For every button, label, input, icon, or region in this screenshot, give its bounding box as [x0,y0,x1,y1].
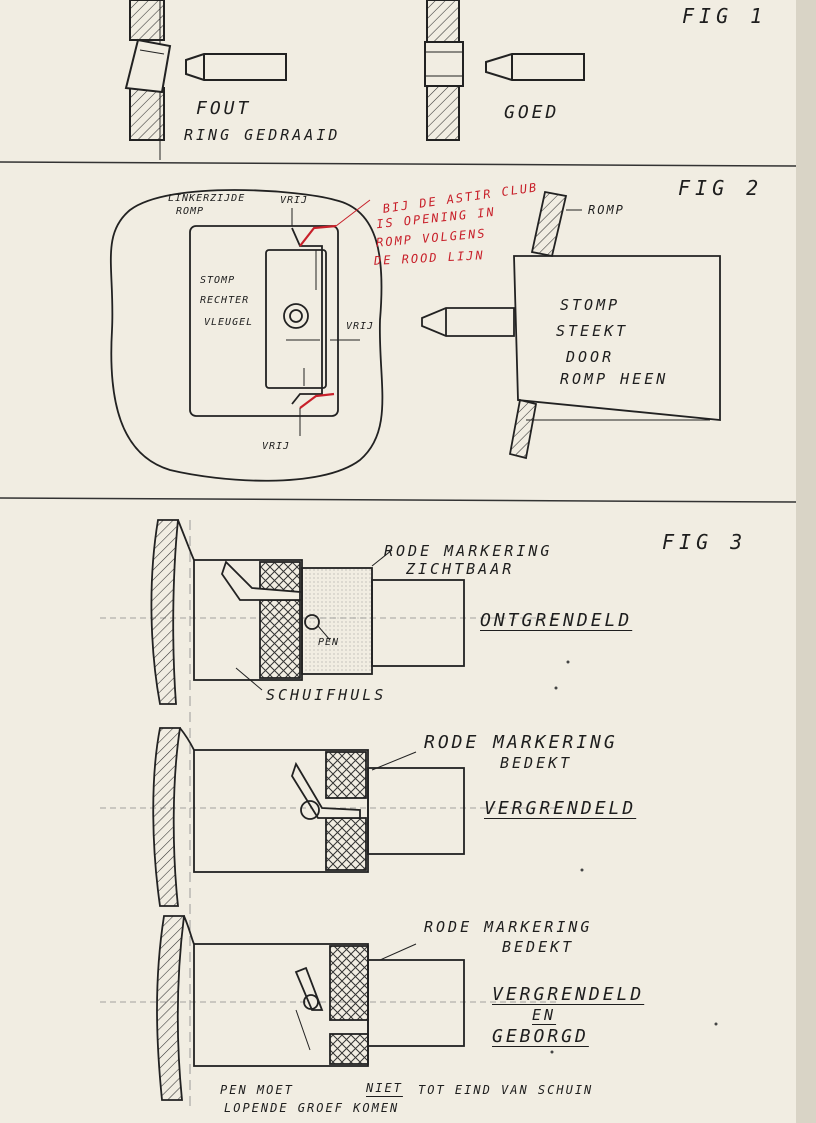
fig3-secured-label-2: EN [532,1006,557,1024]
fig2-stub-label-4: ROMP HEEN [560,370,669,388]
fig3-marking-covered-2: BEDEKT [500,754,573,772]
fig1-right-label: GOED [504,102,560,123]
fig2-stub-view [421,190,721,460]
fig2-wing-label-3: VLEUGEL [204,317,254,328]
fig2-side-label-1: LINKERZIJDE [168,193,246,204]
fig3-unlocked-label: ONTGRENDELD [480,610,633,631]
fig2-wing-label-2: RECHTER [200,295,250,306]
fig1-wrong-detail: RING GEDRAAID [184,126,341,144]
fig3-locked-label: VERGRENDELD [484,798,637,819]
fig3-marking-covered2-1: RODE MARKERING [424,918,593,936]
fig3-note-1b: NIET [366,1081,403,1095]
fig3-marking-visible-1: RODE MARKERING [384,542,553,560]
fig3-secured-drawing [156,915,465,1101]
fig1-right-drawing [424,0,585,141]
fig3-unlocked-drawing [150,519,465,705]
fig3-title: FIG 3 [662,530,748,554]
pencil-marks [550,660,718,1054]
fig2-title: FIG 2 [678,176,764,200]
fig2-clearance-bottom: VRIJ [262,441,291,452]
fig2-clearance-top: VRIJ [280,195,309,206]
fig1-wrong-label: FOUT [196,98,252,119]
divider-2 [0,497,797,503]
fig3-note-1a: PEN MOET [220,1083,294,1097]
fig2-stub-label-3: DOOR [566,348,615,366]
fig2-side-label-2: ROMP [176,206,205,217]
fig3-pin-label: PEN [318,637,340,648]
fig2-clearance-right: VRIJ [346,321,375,332]
fig3-note-2: LOPENDE GROEF KOMEN [224,1101,400,1115]
fig2-fuselage-view [109,189,384,482]
fig3-note-1c: TOT EIND VAN SCHUIN [418,1083,594,1097]
page-edge [796,0,816,1123]
divider-1 [0,161,797,167]
fig3-locked-drawing [152,727,465,907]
fig3-sleeve-label: SCHUIFHULS [266,686,387,704]
fig3-secured-label-1: VERGRENDELD [492,984,645,1005]
fig1-wrong-drawing [124,0,287,160]
fig3-marking-visible-2: ZICHTBAAR [406,560,515,578]
fig2-romp-label: ROMP [588,203,625,217]
fig1-title: FIG 1 [682,4,768,28]
fig2-stub-label-1: STOMP [560,296,621,314]
fig2-wing-label-1: STOMP [200,275,236,286]
fig2-stub-label-2: STEEKT [556,322,629,340]
fig2-red-opening-line [299,199,371,409]
fig3-marking-covered2-2: BEDEKT [502,938,575,956]
fig3-marking-covered-1: RODE MARKERING [424,732,618,753]
fig3-secured-label-3: GEBORGD [492,1026,589,1047]
